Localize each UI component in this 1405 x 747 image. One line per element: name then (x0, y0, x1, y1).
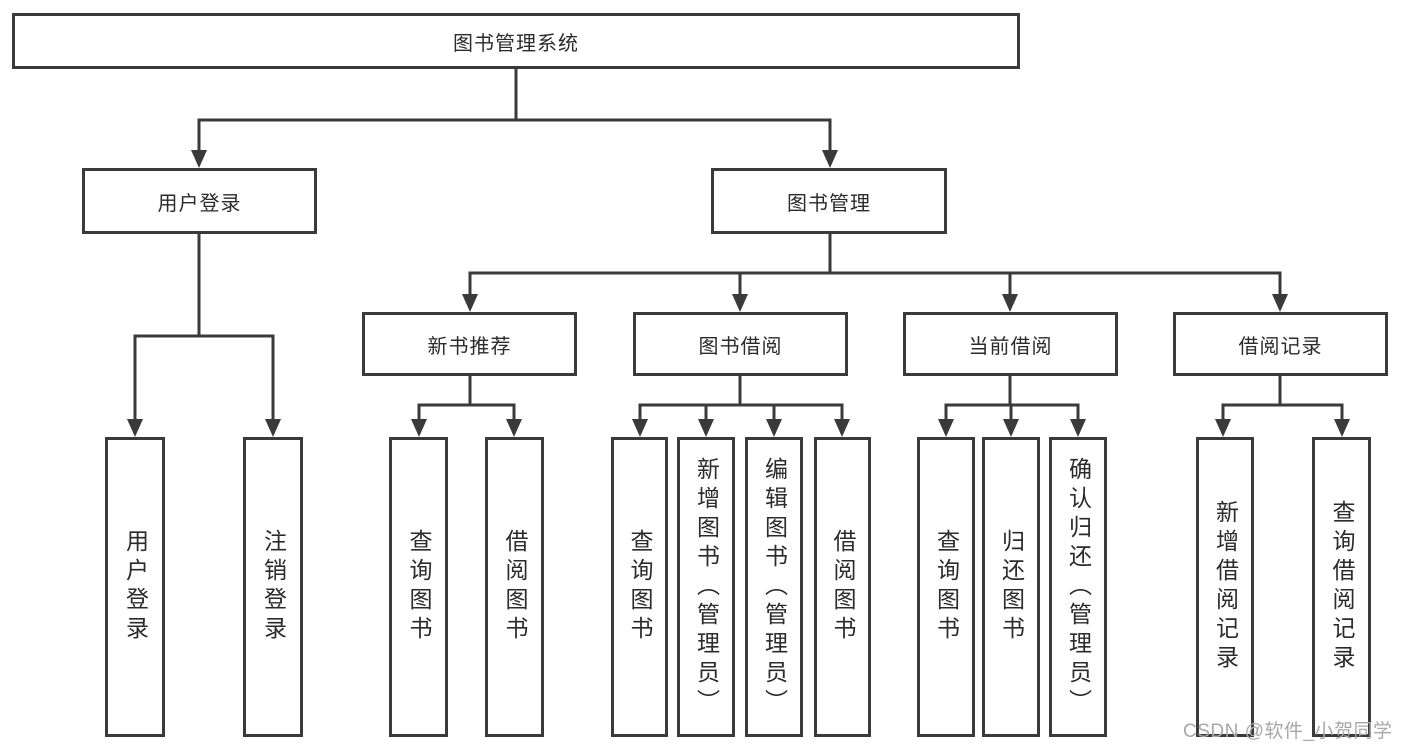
new-book-branch-line (417, 375, 516, 421)
level3-branch-line (468, 271, 1282, 297)
arrow-down-icon (632, 419, 648, 437)
current-borrow-branch-line (944, 375, 1080, 421)
node-label: 用户登录 (157, 192, 242, 215)
book-borrow-branch-line (638, 375, 844, 421)
node-label: 注销登录 (260, 529, 287, 645)
arrow-down-icon (1003, 419, 1019, 437)
arrow-down-icon (265, 419, 281, 437)
leaf-query-books: 查询图书 (611, 437, 668, 737)
arrow-down-icon (822, 150, 838, 168)
node-label: 新增借阅记录 (1212, 500, 1239, 674)
user-login-branch-line (133, 233, 275, 421)
node-book-borrow: 图书借阅 (633, 312, 848, 376)
node-label: 借阅图书 (502, 529, 528, 645)
node-label: 查询图书 (627, 529, 653, 645)
leaf-user-login: 用户登录 (105, 437, 165, 737)
level2-branch-line (197, 118, 832, 153)
node-label: 借阅图书 (830, 529, 856, 645)
leaf-add-books-admin: 新增图书（管理员） (677, 437, 735, 737)
arrow-down-icon (1215, 419, 1231, 437)
arrow-down-icon (732, 294, 748, 312)
node-label: 查询图书 (406, 529, 432, 645)
arrow-down-icon (127, 419, 143, 437)
arrow-down-icon (1272, 294, 1288, 312)
node-label: 确认归还（管理员） (1065, 456, 1092, 718)
arrow-down-icon (698, 419, 714, 437)
leaf-add-borrow-record: 新增借阅记录 (1196, 437, 1254, 737)
node-label: 归还图书 (998, 529, 1025, 645)
node-label: 图书管理 (787, 192, 871, 215)
node-label: 新增图书（管理员） (693, 456, 720, 718)
arrow-down-icon (938, 419, 954, 437)
node-new-book-recommend: 新书推荐 (362, 312, 577, 376)
node-label: 查询借阅记录 (1329, 500, 1355, 674)
node-label: 图书借阅 (698, 335, 783, 358)
borrow-records-branch-line (1221, 375, 1344, 421)
arrow-down-icon (766, 419, 782, 437)
csdn-watermark: CSDN @软件_小贺同学 (1183, 721, 1393, 742)
node-label: 借阅记录 (1238, 335, 1323, 358)
arrow-down-icon (411, 419, 427, 437)
arrow-down-icon (1070, 419, 1086, 437)
leaf-borrow-books: 借阅图书 (814, 437, 871, 737)
node-label: 用户登录 (122, 529, 149, 645)
arrow-down-icon (506, 419, 522, 437)
arrow-down-icon (191, 150, 207, 168)
leaf-query-books: 查询图书 (389, 437, 448, 737)
leaf-query-borrow-record: 查询借阅记录 (1312, 437, 1371, 737)
arrow-down-icon (834, 419, 850, 437)
arrow-down-icon (462, 294, 478, 312)
leaf-confirm-return-admin: 确认归还（管理员） (1049, 437, 1107, 737)
arrow-down-icon (1334, 419, 1350, 437)
leaf-logout: 注销登录 (243, 437, 303, 737)
leaf-borrow-books: 借阅图书 (485, 437, 544, 737)
node-borrow-records: 借阅记录 (1173, 312, 1388, 376)
leaf-edit-books-admin: 编辑图书（管理员） (745, 437, 803, 737)
leaf-return-books: 归还图书 (982, 437, 1040, 737)
leaf-query-books: 查询图书 (917, 437, 975, 737)
node-current-borrow: 当前借阅 (903, 312, 1118, 376)
node-label: 当前借阅 (968, 335, 1053, 358)
arrow-down-icon (1002, 294, 1018, 312)
node-label: 编辑图书（管理员） (761, 456, 788, 718)
node-system-root: 图书管理系统 (12, 13, 1020, 69)
node-book-management: 图书管理 (711, 168, 947, 234)
node-user-login: 用户登录 (82, 168, 317, 234)
node-label: 查询图书 (933, 529, 960, 645)
node-label: 新书推荐 (427, 335, 512, 358)
node-label: 图书管理系统 (453, 32, 579, 55)
